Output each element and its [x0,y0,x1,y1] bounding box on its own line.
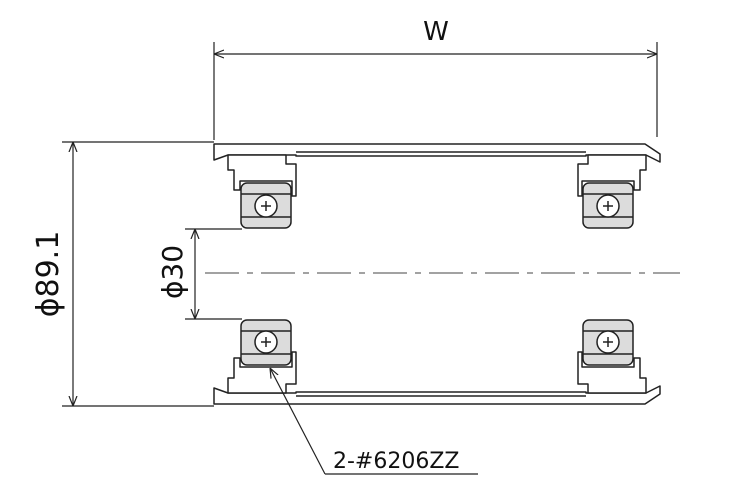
housing-top-left [227,154,297,197]
bearing-leader [270,368,478,475]
width-dimension [213,42,658,140]
shaft-diameter-dimension [185,228,242,320]
outer-diameter-dimension [62,141,214,407]
width-label: W [423,17,449,47]
outer-diameter-label: ϕ89.1 [31,231,66,318]
leader-slant [270,368,326,475]
bearing-top-left [240,182,292,229]
bearing-bottom-right [582,319,634,366]
bearing-callout-label: 2-#6206ZZ [333,449,460,474]
bearing-bottom-left [240,319,292,366]
housing-bottom-right [577,351,647,394]
housing-top-right [577,154,647,197]
housing-bottom-left [227,351,297,394]
bearing-top-right [582,182,634,229]
shaft-diameter-label: ϕ30 [156,245,189,299]
